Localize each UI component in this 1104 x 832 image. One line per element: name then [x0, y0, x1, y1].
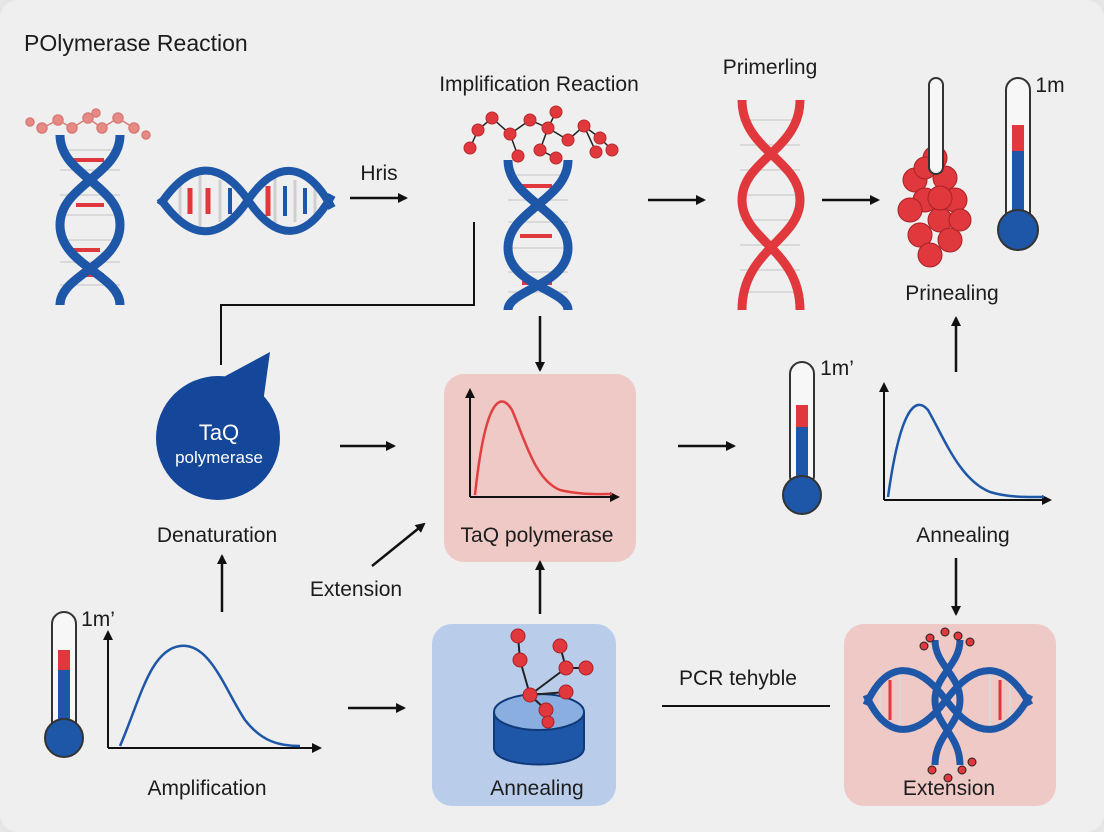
taq-circle-line1: TaQ: [198, 420, 240, 445]
taq-box-label: TaQ polymerase: [460, 524, 614, 547]
annealing-right-label: Annealing: [916, 524, 1010, 547]
pcr-label: PCR tehyble: [679, 667, 797, 690]
thermometer-icon: [44, 611, 84, 758]
prinealing-label: Prinealing: [905, 282, 999, 305]
thermometer-icon: [928, 77, 944, 175]
taq-circle-line2: polymerase: [175, 448, 263, 467]
thermometer-icon: [997, 77, 1039, 251]
taq-polymerase-box: [444, 374, 636, 562]
dna-helix-icon: [463, 105, 619, 312]
hris-label: Hris: [360, 162, 398, 185]
molecule-cluster-icon: [897, 145, 972, 268]
thermometer-icon: [782, 361, 822, 515]
primerling-label: Primerling: [722, 56, 818, 79]
taq-polymerase-icon: [156, 352, 280, 500]
extension-mid-label: Extension: [309, 578, 403, 601]
extension-bottom-label: Extension: [902, 777, 996, 800]
arrow-icon: [217, 193, 961, 713]
thermo-left-label: 1m’: [81, 608, 115, 631]
diagram-title: POlymerase Reaction: [24, 30, 248, 56]
dna-helix-icon: [156, 166, 336, 236]
amplification-label: Amplification: [147, 777, 267, 800]
implification-label: Implification Reaction: [439, 73, 639, 96]
cylinder-icon: [493, 693, 585, 766]
molecule-icon: [510, 628, 594, 729]
dna-helix-icon: [737, 99, 805, 311]
curve-plot-icon: [465, 388, 620, 502]
thermo-mid-label: 1m’: [820, 357, 854, 380]
denaturation-label: Denaturation: [156, 524, 278, 547]
dna-helix-icon: [862, 627, 1034, 783]
curve-plot-icon: [879, 382, 1052, 505]
thermo-top-label: 1m: [1035, 74, 1065, 97]
annealing-bottom-label: Annealing: [490, 777, 584, 800]
dna-helix-icon: [25, 108, 151, 306]
connector-lines: [220, 222, 830, 707]
curve-plot-icon: [103, 630, 322, 753]
